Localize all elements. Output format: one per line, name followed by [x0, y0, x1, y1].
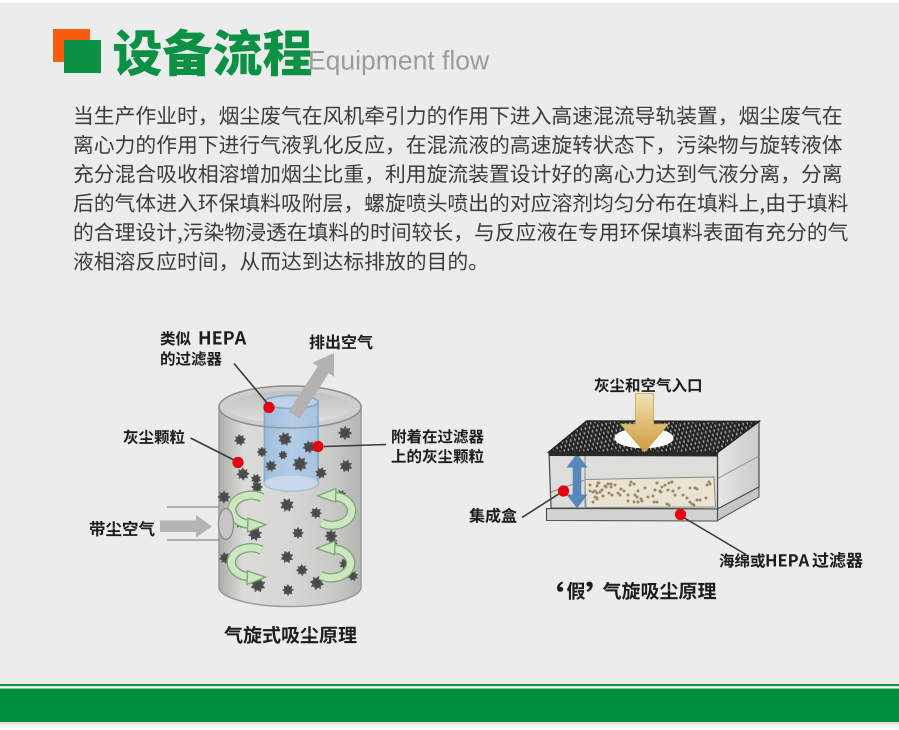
svg-text:Equipment flow: Equipment flow	[308, 46, 490, 76]
